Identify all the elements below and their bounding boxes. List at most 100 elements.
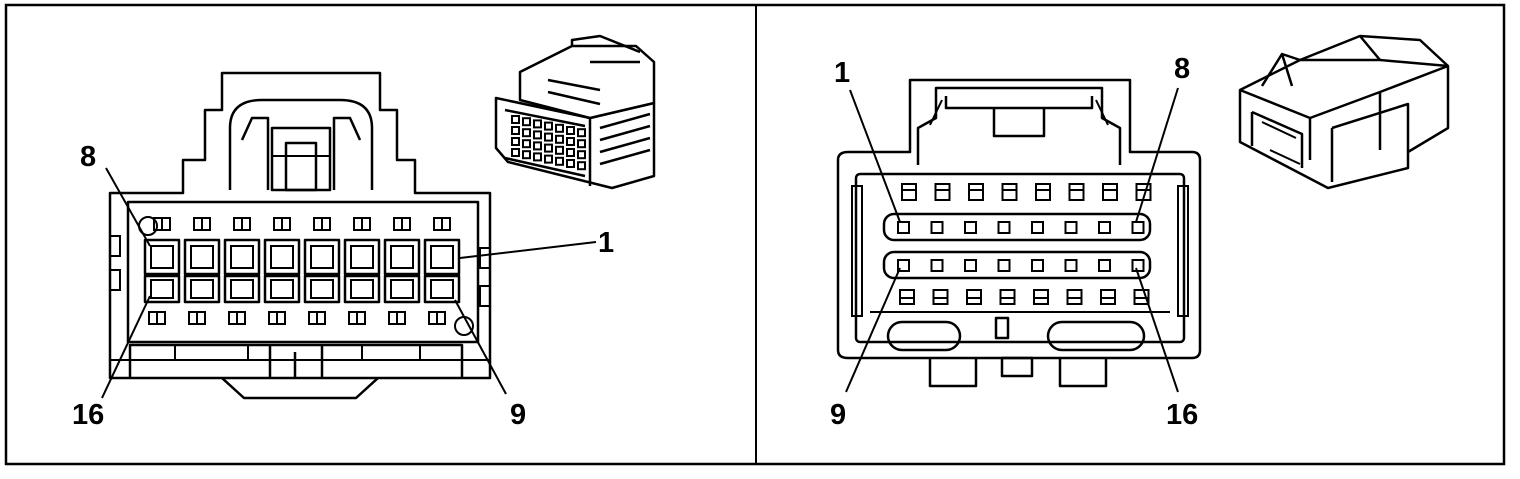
left-connector-face [108,71,492,400]
latch-window-top [1102,183,1118,201]
iso-pin [577,139,586,149]
pin-cavity [423,238,461,276]
right-pin-label-16: 16 [1166,399,1198,431]
leader-line-left-1 [459,241,597,259]
pin-cavity-inner [270,245,294,269]
pin-terminal [897,221,910,234]
pin-cavity-inner [230,245,254,269]
iso-pin [522,139,531,149]
iso-pin [522,128,531,138]
left-pin-label-1: 1 [598,227,614,259]
pin-cavity [423,274,461,304]
pin-terminal [930,221,944,234]
pin-terminal [964,259,977,272]
iso-pin [533,152,542,162]
pin-cavity-inner [190,245,214,269]
pin-cavity [383,274,421,304]
pin-cavity [343,238,381,276]
iso-pin [544,154,553,164]
pin-cavity [303,238,341,276]
pin-cavity-inner [430,245,454,269]
pin-cavity-inner [390,245,414,269]
pin-cavity [143,274,181,304]
pin-terminal [1098,221,1111,234]
iso-pin [555,156,564,166]
iso-pin [522,117,531,127]
left-pin-label-16: 16 [72,399,104,431]
pin-terminal [997,221,1011,234]
pin-cavity [183,238,221,276]
pin-cavity [383,238,421,276]
leader-line-right-8 [1135,87,1179,223]
leader-line-right-16 [1135,267,1179,393]
pin-terminal [897,259,910,272]
iso-pin [533,130,542,140]
left-pin-array [143,217,461,325]
latch-window-top [1035,183,1051,201]
right-connector-face [836,78,1202,388]
iso-pin [577,150,586,160]
pin-terminal [1131,221,1145,234]
right-pin-array [897,183,1152,305]
left-pin-label-8: 8 [80,141,96,173]
pin-cavity-inner [310,279,334,299]
latch-window-top [1001,183,1018,201]
pin-terminal [1064,221,1078,234]
pin-cavity-inner [390,279,414,299]
iso-pin [566,137,575,146]
iso-pin [566,148,575,157]
pin-cavity-inner [430,279,454,299]
latch-window-top [901,183,917,201]
pin-cavity [183,274,221,304]
latch-window-top [1068,183,1085,201]
iso-pin [544,121,553,131]
pin-cavity [263,274,301,304]
pin-cavity [343,274,381,304]
iso-pin [533,141,542,151]
leader-line-left-16 [101,295,151,399]
iso-pin [511,148,520,157]
pin-terminal [1031,259,1044,272]
iso-pin [522,150,531,160]
leader-line-right-9 [845,267,901,393]
pin-terminal [997,259,1011,272]
left-connector-isometric-view [494,34,656,190]
pin-cavity-inner [350,279,374,299]
iso-pin [555,145,564,155]
pin-terminal [1064,259,1078,272]
leader-line-left-9 [454,299,507,395]
iso-pin [533,119,542,129]
iso-pin [544,132,553,142]
pin-cavity-inner [150,279,174,299]
leader-line-right-1 [849,89,901,223]
pin-cavity [303,274,341,304]
pin-cavity [223,238,261,276]
leader-line-left-8 [105,167,151,247]
left-iso-pin-grid [511,115,586,171]
pin-cavity-inner [270,279,294,299]
right-pin-label-1: 1 [834,57,850,89]
iso-pin [577,161,586,171]
left-pin-label-9: 9 [510,399,526,431]
pin-cavity-inner [310,245,334,269]
right-pin-label-8: 8 [1174,53,1190,85]
pin-cavity [263,238,301,276]
iso-pin [544,143,553,153]
pin-cavity-inner [230,279,254,299]
pin-cavity [223,274,261,304]
pin-cavity [143,238,181,276]
latch-window-top [968,183,984,201]
iso-pin [555,134,564,144]
pin-terminal [930,259,944,272]
iso-pin [577,128,586,138]
right-pin-label-9: 9 [830,399,846,431]
iso-pin [511,137,520,146]
pin-cavity-inner [190,279,214,299]
iso-pin [566,126,575,135]
latch-window-top [934,183,951,201]
pin-cavity-inner [350,245,374,269]
iso-pin [511,115,520,124]
pin-terminal [1098,259,1111,272]
iso-pin [566,159,575,168]
pin-terminal [964,221,977,234]
